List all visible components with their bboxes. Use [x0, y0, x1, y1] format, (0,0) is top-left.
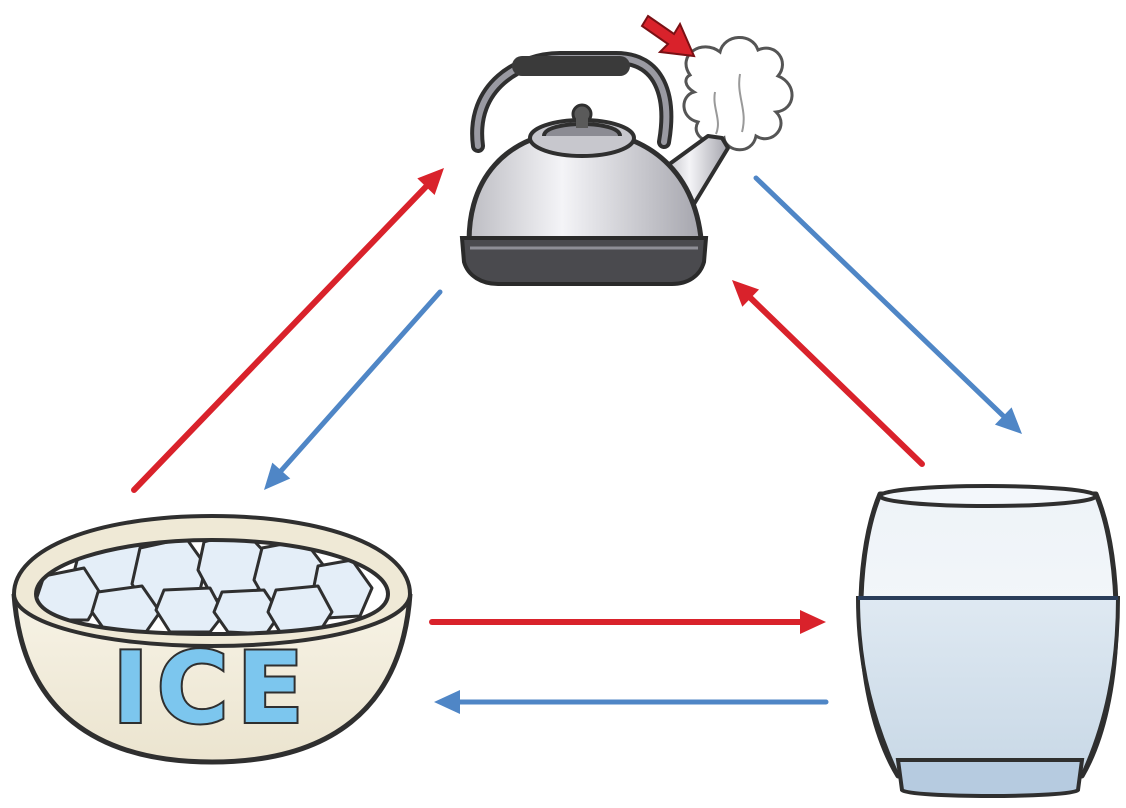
- kettle-base: [462, 238, 706, 284]
- water-fill: [858, 598, 1118, 776]
- arrow-water-glass-to-ice-bowl: [434, 690, 826, 714]
- arrow-kettle-to-ice-bowl: [264, 292, 440, 490]
- steam-icon: [684, 37, 792, 149]
- glass-base: [898, 760, 1082, 796]
- arrow-kettle-to-water-glass: [756, 178, 1022, 434]
- kettle: [462, 16, 792, 284]
- ice-bowl: ICE: [14, 516, 410, 762]
- arrow-ice-bowl-to-kettle: [134, 168, 444, 490]
- arrow-ice-bowl-to-water-glass: [432, 610, 826, 634]
- ice-label: ICE: [112, 632, 311, 746]
- water-glass: [858, 486, 1118, 796]
- heat-indicator-arrow-icon: [642, 16, 694, 56]
